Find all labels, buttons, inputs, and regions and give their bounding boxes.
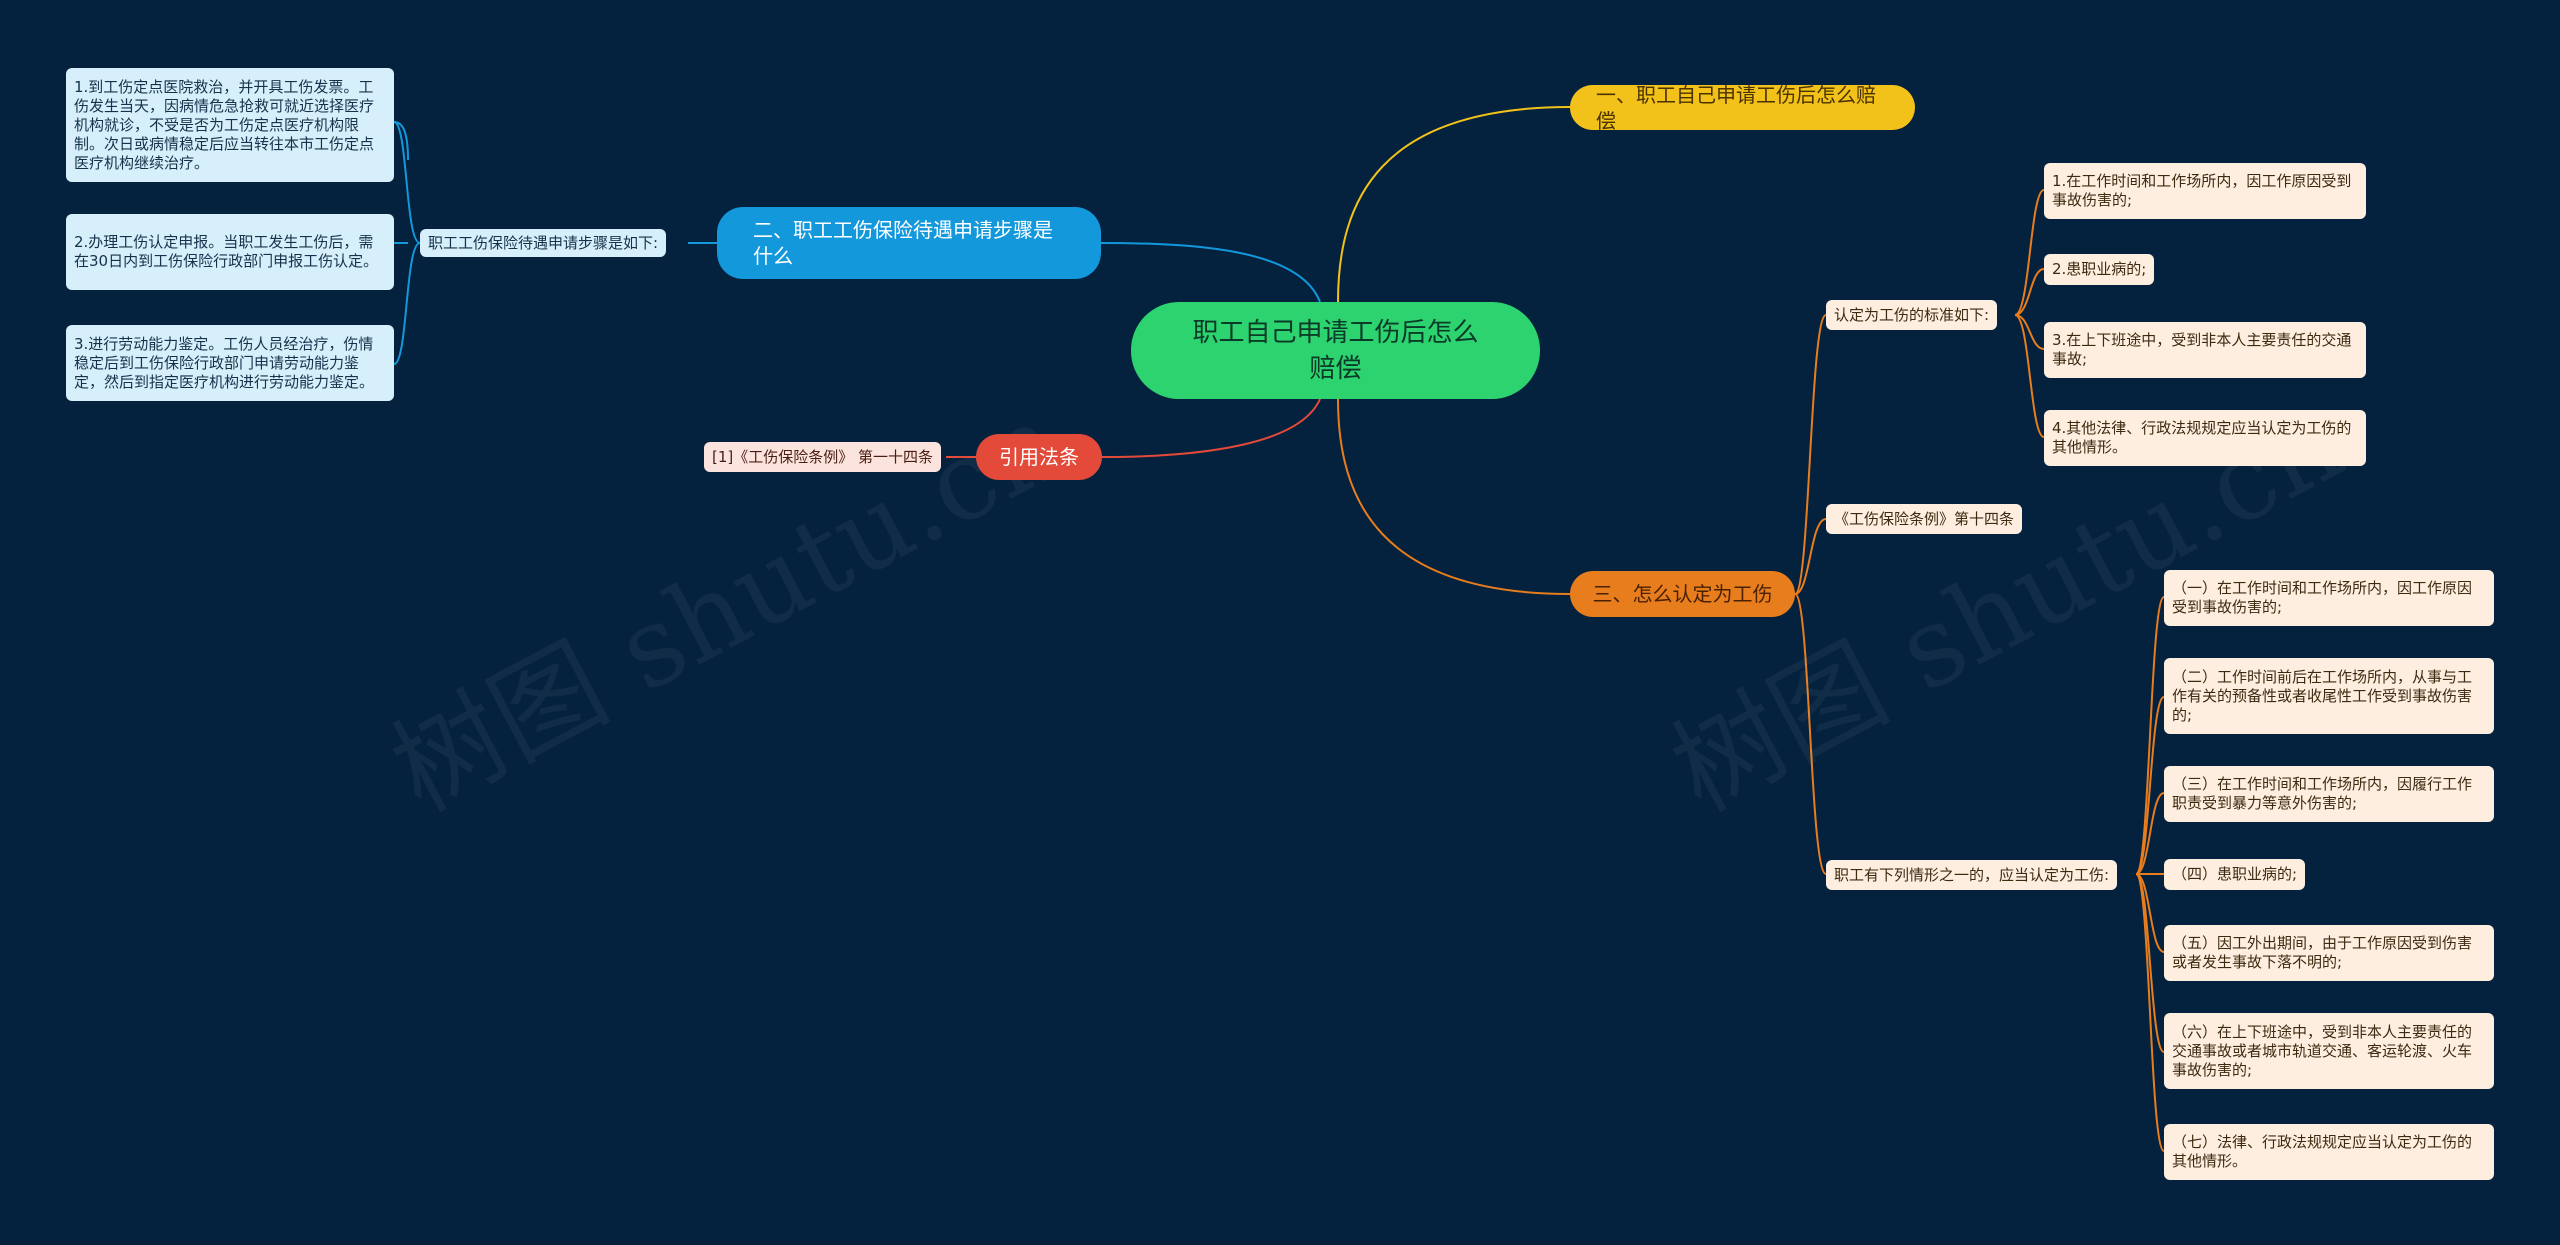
connector-root-cite <box>1101 398 1321 458</box>
root-node[interactable]: 职工自己申请工伤后怎么赔偿 <box>1131 302 1540 399</box>
topic-one-label: 一、职工自己申请工伤后怎么赔偿 <box>1596 82 1876 133</box>
case-2[interactable]: （二）工作时间前后在工作场所内，从事与工作有关的预备性或者收尾性工作受到事故伤害… <box>2164 658 2494 734</box>
cite-law-text: [1]《工伤保险条例》 第一十四条 <box>712 447 934 466</box>
connector-standard-4 <box>2014 314 2045 438</box>
three-article-label-text: 《工伤保险条例》第十四条 <box>1834 509 2015 528</box>
two-step-3-text: 3.进行劳动能力鉴定。工伤人员经治疗，伤情稳定后到工伤保险行政部门申请劳动能力鉴… <box>74 334 375 391</box>
connector-two-step1 <box>393 121 409 161</box>
connector-case-1 <box>2135 596 2165 875</box>
three-cases-label-text: 职工有下列情形之一的，应当认定为工伤: <box>1834 865 2110 884</box>
standard-2-text: 2.患职业病的; <box>2052 260 2147 278</box>
standard-2[interactable]: 2.患职业病的; <box>2044 254 2155 285</box>
standard-3-text: 3.在上下班途中，受到非本人主要责任的交通事故; <box>2052 331 2352 368</box>
cite-law[interactable]: [1]《工伤保险条例》 第一十四条 <box>704 442 942 472</box>
case-6[interactable]: （六）在上下班途中，受到非本人主要责任的交通事故或者城市轨道交通、客运轮渡、火车… <box>2164 1013 2494 1089</box>
two-step-2-text: 2.办理工伤认定申报。当职工发生工伤后，需在30日内到工伤保险行政部门申报工伤认… <box>74 233 379 270</box>
standard-3[interactable]: 3.在上下班途中，受到非本人主要责任的交通事故; <box>2044 322 2366 378</box>
connector-three-cases <box>1794 593 1827 875</box>
case-5-text: （五）因工外出期间，由于工作原因受到伤害或者发生事故下落不明的; <box>2172 934 2473 971</box>
topic-three[interactable]: 三、怎么认定为工伤 <box>1570 571 1795 617</box>
case-3[interactable]: （三）在工作时间和工作场所内，因履行工作职责受到暴力等意外伤害的; <box>2164 766 2494 822</box>
topic-two-label: 二、职工工伤保险待遇申请步骤是什么 <box>753 218 1053 268</box>
connector-root-one <box>1337 106 1571 303</box>
case-7-text: （七）法律、行政法规规定应当认定为工伤的其他情形。 <box>2172 1133 2473 1170</box>
connector-case-2 <box>2135 696 2165 875</box>
connector-case-3 <box>2135 792 2165 875</box>
three-standard-label[interactable]: 认定为工伤的标准如下: <box>1826 300 1998 330</box>
connector-two-steps <box>393 121 421 365</box>
root-title: 职工自己申请工伤后怎么赔偿 <box>1192 317 1479 384</box>
connector-three-article <box>1794 518 1827 595</box>
case-2-text: （二）工作时间前后在工作场所内，从事与工作有关的预备性或者收尾性工作受到事故伤害… <box>2172 667 2473 724</box>
connector-standard-2 <box>2014 268 2045 316</box>
three-cases-label[interactable]: 职工有下列情形之一的，应当认定为工伤: <box>1826 860 2118 890</box>
three-article-label[interactable]: 《工伤保险条例》第十四条 <box>1826 504 2023 534</box>
standard-1[interactable]: 1.在工作时间和工作场所内，因工作原因受到事故伤害的; <box>2044 163 2366 219</box>
case-7[interactable]: （七）法律、行政法规规定应当认定为工伤的其他情形。 <box>2164 1124 2494 1180</box>
two-step-2[interactable]: 2.办理工伤认定申报。当职工发生工伤后，需在30日内到工伤保险行政部门申报工伤认… <box>66 214 394 290</box>
topic-cite-label: 引用法条 <box>999 445 1079 469</box>
case-4-text: （四）患职业病的; <box>2172 865 2298 883</box>
topic-two[interactable]: 二、职工工伤保险待遇申请步骤是什么 <box>717 207 1101 279</box>
case-4[interactable]: （四）患职业病的; <box>2164 859 2306 890</box>
two-steps-label-text: 职工工伤保险待遇申请步骤是如下: <box>428 233 659 252</box>
two-step-1-text: 1.到工伤定点医院救治，并开具工伤发票。工伤发生当天，因病情危急抢救可就近选择医… <box>74 77 375 172</box>
two-steps-label[interactable]: 职工工伤保险待遇申请步骤是如下: <box>420 229 667 257</box>
connector-case-5 <box>2135 873 2165 953</box>
case-5[interactable]: （五）因工外出期间，由于工作原因受到伤害或者发生事故下落不明的; <box>2164 925 2494 981</box>
connector-root-two <box>1100 242 1321 303</box>
case-6-text: （六）在上下班途中，受到非本人主要责任的交通事故或者城市轨道交通、客运轮渡、火车… <box>2172 1022 2473 1079</box>
case-1[interactable]: （一）在工作时间和工作场所内，因工作原因受到事故伤害的; <box>2164 570 2494 626</box>
case-3-text: （三）在工作时间和工作场所内，因履行工作职责受到暴力等意外伤害的; <box>2172 775 2473 812</box>
topic-three-label: 三、怎么认定为工伤 <box>1592 582 1773 606</box>
topic-cite[interactable]: 引用法条 <box>976 434 1102 480</box>
case-1-text: （一）在工作时间和工作场所内，因工作原因受到事故伤害的; <box>2172 579 2473 616</box>
standard-1-text: 1.在工作时间和工作场所内，因工作原因受到事故伤害的; <box>2052 172 2352 209</box>
topic-one[interactable]: 一、职工自己申请工伤后怎么赔偿 <box>1570 83 1915 133</box>
standard-4-text: 4.其他法律、行政法规规定应当认定为工伤的其他情形。 <box>2052 419 2352 456</box>
two-step-3[interactable]: 3.进行劳动能力鉴定。工伤人员经治疗，伤情稳定后到工伤保险行政部门申请劳动能力鉴… <box>66 325 394 401</box>
connector-case-7 <box>2135 873 2165 1152</box>
three-standard-label-text: 认定为工伤的标准如下: <box>1834 305 1990 324</box>
connector-three-standard <box>1794 314 1827 595</box>
standard-4[interactable]: 4.其他法律、行政法规规定应当认定为工伤的其他情形。 <box>2044 410 2366 466</box>
two-step-1[interactable]: 1.到工伤定点医院救治，并开具工伤发票。工伤发生当天，因病情危急抢救可就近选择医… <box>66 68 394 182</box>
connector-standard-1 <box>2014 189 2045 316</box>
connector-root-three <box>1337 398 1571 595</box>
